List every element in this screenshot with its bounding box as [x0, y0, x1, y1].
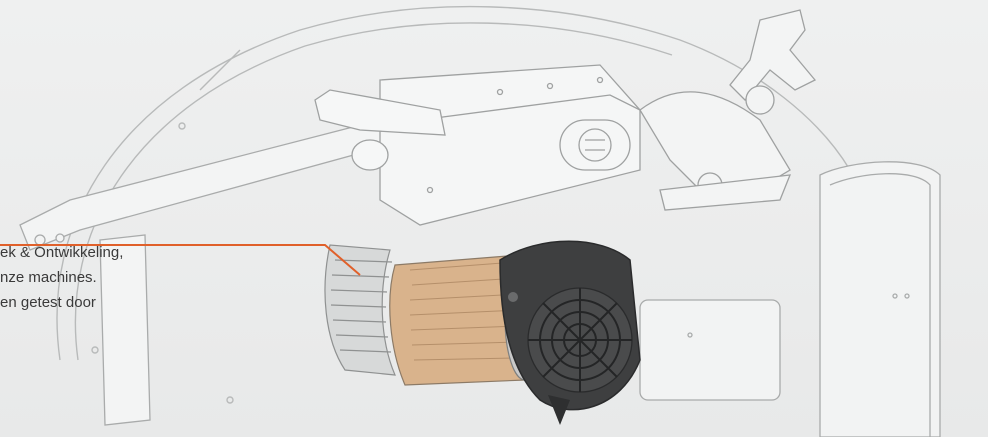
clamp-knob — [639, 9, 817, 211]
callout-line — [0, 244, 361, 276]
caption-line-3: en getest door — [0, 294, 96, 311]
top-handle — [314, 89, 446, 171]
right-housing — [639, 161, 941, 437]
gearbox-cover — [379, 64, 641, 226]
feature-caption: ek & Ontwikkeling, nze machines. en gete… — [0, 240, 360, 315]
caption-line-2: nze machines. — [0, 269, 97, 286]
caption-line-1: ek & Ontwikkeling, — [0, 244, 124, 261]
left-frame — [19, 119, 391, 426]
fan-cover — [499, 240, 641, 425]
motor-fins — [324, 244, 396, 376]
